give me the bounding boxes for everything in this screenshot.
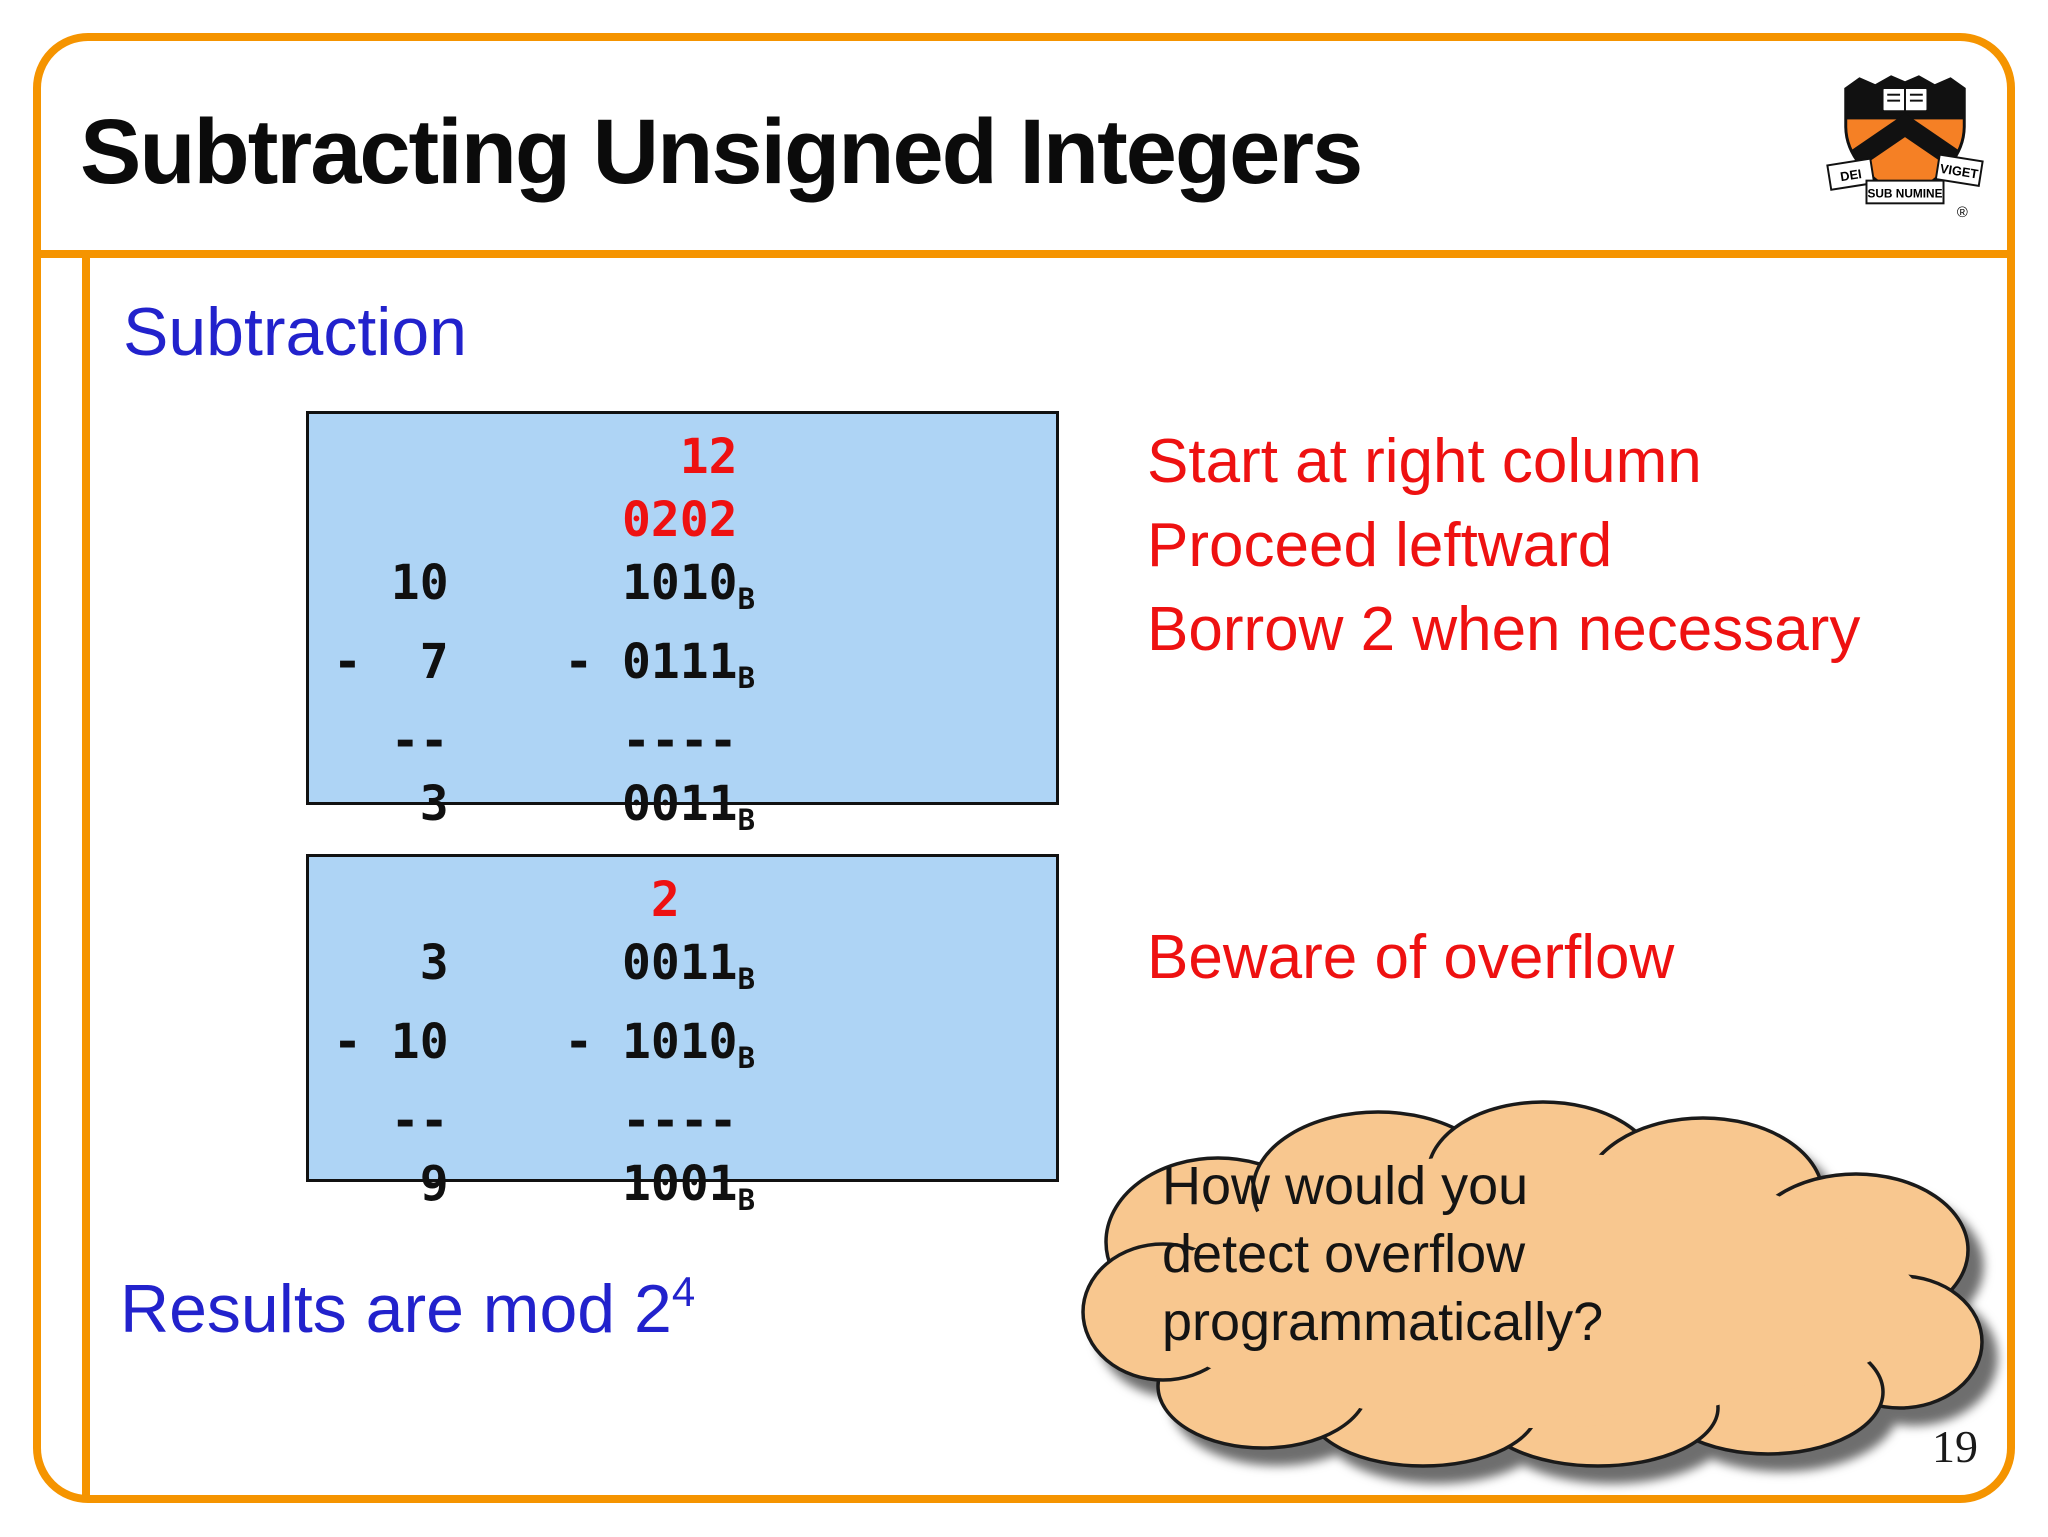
minuend-digits: 10 1010 [333,555,738,611]
example-1-math: 12 0202 10 1010B - 7 - 0111B -- ---- 3 0… [309,414,1056,852]
procedure-notes: Start at right column Proceed leftward B… [1147,420,1860,672]
page-title: Subtracting Unsigned Integers [80,101,1363,203]
rule-row: -- ---- [333,1093,738,1149]
subtrahend-row: - 7 - 0111B [333,631,1056,710]
subtrahend-digits: - 7 - 0111 [333,634,738,690]
registered-mark: ® [1957,205,1968,221]
subtrahend-row: - 10 - 1010B [333,1011,1056,1090]
binary-subscript: B [737,661,756,695]
example-2-math: 2 3 0011B - 10 - 1010B -- ---- 9 1001B [309,857,1056,1232]
book-icon [1881,86,1929,113]
difference-digits: 9 1001 [333,1156,738,1212]
binary-subscript: B [737,1041,756,1075]
subtraction-example-1: 12 0202 10 1010B - 7 - 0111B -- ---- 3 0… [306,411,1059,837]
cloud-question-line: How would you [1162,1156,1529,1216]
difference-row: 3 0011B [333,773,1056,852]
overflow-warning: Beware of overflow [1147,923,1675,992]
binary-subscript: B [737,1183,756,1217]
carry-row: 0202 [333,492,738,548]
motto-left: DEI [1839,166,1862,184]
procedure-note-line: Proceed leftward [1147,511,1613,580]
minuend-digits: 3 0011 [333,935,738,991]
minuend-row: 10 1010B [333,552,1056,631]
results-note-exponent: 4 [671,1268,696,1315]
left-margin-line [82,254,90,1499]
difference-digits: 3 0011 [333,776,738,832]
minuend-row: 3 0011B [333,932,1056,1011]
rule-row: -- ---- [333,713,738,769]
binary-subscript: B [737,582,756,616]
cloud-shape [1081,1100,1984,1468]
subtraction-example-2: 2 3 0011B - 10 - 1010B -- ---- 9 1001B [306,854,1059,1217]
carry-row: 12 [333,429,738,485]
motto-center: SUB NUMINE [1867,186,1942,200]
binary-subscript: B [737,803,756,837]
cloud-question: How would you detect overflow programmat… [1162,1152,1603,1356]
results-note-text: Results are mod 2 [120,1271,672,1347]
subtrahend-digits: - 10 - 1010 [333,1014,738,1070]
binary-subscript: B [737,962,756,996]
section-heading: Subtraction [123,294,467,370]
procedure-note-line: Borrow 2 when necessary [1147,595,1861,664]
motto-banner: DEI VIGET SUB NUMINE ® [1826,153,1984,221]
shield-chevron [1845,113,1965,178]
difference-row: 9 1001B [333,1153,1056,1232]
results-note: Results are mod 24 [120,1268,695,1348]
procedure-note-line: Start at right column [1147,427,1702,496]
carry-row: 2 [333,872,680,928]
title-divider-line [37,250,2011,258]
thought-cloud: How would you detect overflow programmat… [1078,1090,1988,1475]
university-shield-logo: DEI VIGET SUB NUMINE ® [1826,75,1984,221]
cloud-question-line: programmatically? [1162,1292,1604,1352]
cloud-question-line: detect overflow [1162,1224,1526,1284]
page-number: 19 [1932,1421,1978,1472]
motto-right: VIGET [1939,161,1980,182]
